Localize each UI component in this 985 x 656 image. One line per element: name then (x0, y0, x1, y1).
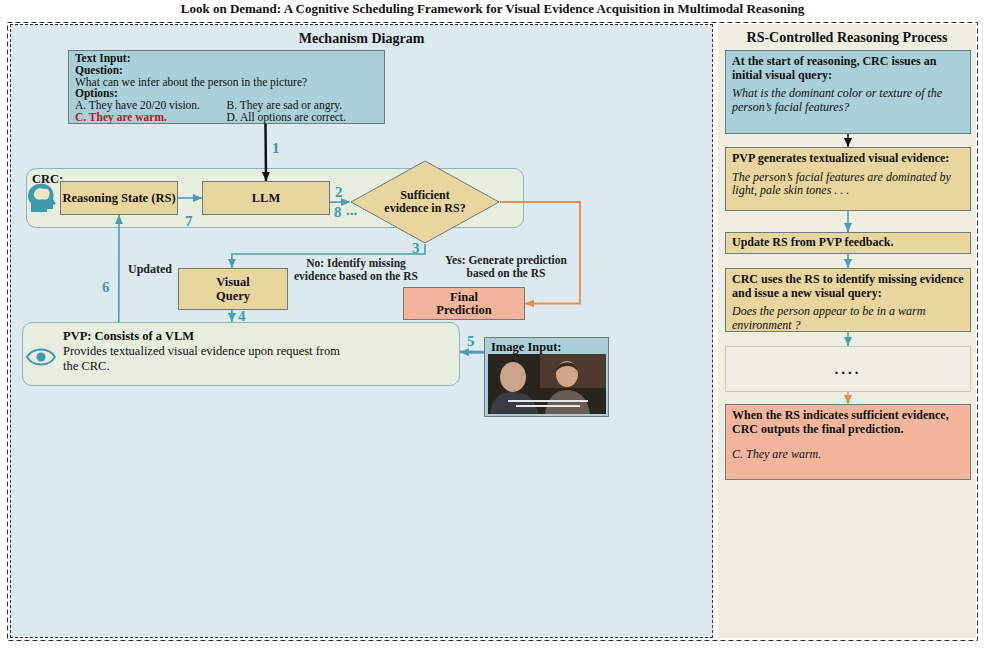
brain-shape (34, 188, 50, 200)
module-label: CRC: (32, 172, 63, 187)
callout-number: 4 (238, 308, 246, 324)
step-detail: C. They are warm. (732, 448, 964, 462)
box-label: LLM (252, 191, 280, 205)
final-prediction-box: Final Prediction (403, 287, 525, 320)
pvp-module: PVP: Consists of a VLMProvides textualiz… (22, 322, 460, 386)
panel-heading: Mechanism Diagram (11, 31, 712, 47)
eye-outline (27, 350, 55, 365)
callout-number: 3 (412, 240, 420, 256)
head-silhouette (28, 184, 56, 212)
llm-box: LLM (202, 181, 330, 215)
callout-number: 2 (335, 184, 343, 200)
connector-arrow (847, 392, 849, 404)
connector-arrow (231, 310, 233, 322)
process-step: Update RS from PVP feedback. (725, 232, 971, 254)
ellipsis-step: .... (725, 346, 971, 392)
step-detail: Does the person appear to be in a warm e… (732, 305, 964, 332)
step-heading: Update RS from PVP feedback. (732, 236, 964, 250)
ellipsis: .... (835, 361, 862, 378)
process-panel: RS-Controlled Reasoning Process At the st… (718, 24, 976, 638)
box-heading: Text Input: (75, 53, 378, 65)
person-head (556, 361, 578, 387)
person-body (490, 392, 538, 414)
subtitle-stroke (508, 400, 588, 402)
box-label: Visual Query (201, 275, 265, 303)
step-detail: The person’s facial features are dominat… (732, 171, 964, 198)
callout-number: 1 (272, 140, 280, 156)
option-text: A. They have 20/20 vision. (75, 100, 227, 112)
decision-diamond: Sufficient evidence in RS? (350, 160, 500, 244)
eye-icon (27, 350, 55, 365)
connector-arrow (460, 351, 484, 354)
process-step: CRC uses the RS to identify missing evid… (725, 268, 971, 332)
person-body (545, 390, 590, 414)
brain-icon (28, 184, 56, 212)
edge-label: No: Identify missing evidence based on t… (292, 257, 420, 283)
process-step: At the start of reasoning, CRC issues an… (725, 50, 971, 134)
edge-label: Updated (128, 262, 172, 276)
field-label: Question: (75, 65, 378, 77)
callout-number: 6 (102, 279, 110, 295)
module-description: Provides textualized visual evidence upo… (63, 344, 343, 374)
callout-number: ... (346, 202, 357, 218)
connector-arrow (500, 202, 580, 304)
connector-arrow (847, 211, 849, 232)
dashed-border (8, 23, 978, 641)
decision-label: Sufficient evidence in RS? (383, 189, 467, 215)
box-label: Reasoning State (RS) (62, 191, 175, 205)
module-label: PVP: Consists of a VLM (63, 329, 451, 344)
connector-arrow (847, 134, 849, 147)
callout-number: 5 (467, 333, 475, 349)
callout-number: 8 (334, 204, 342, 220)
process-step: When the RS indicates sufficient evidenc… (725, 404, 971, 480)
person-head (500, 362, 526, 392)
field-label: Options: (75, 88, 378, 100)
crc-module: CRC: Reasoning State (RS) LLM Sufficient ev… (26, 168, 524, 228)
process-step: PVP generates textualized visual evidenc… (725, 147, 971, 211)
image-input-box: Image Input: (484, 337, 609, 417)
eye-pupil (37, 353, 46, 362)
connector-arrow (178, 197, 202, 199)
answer-option: C. They are warm. (75, 112, 227, 124)
option-text: B. They are sad or angry. (227, 100, 379, 112)
step-detail: What is the dominant color or texture of… (732, 87, 964, 114)
text-input-box: Text Input:Question:What can we infer ab… (68, 50, 385, 124)
step-heading: PVP generates textualized visual evidenc… (732, 152, 964, 166)
panel-heading: RS-Controlled Reasoning Process (718, 30, 976, 46)
step-heading: CRC uses the RS to identify missing evid… (732, 273, 964, 300)
subtitle-stroke (516, 405, 580, 407)
option-text: D. All options are correct. (227, 112, 379, 124)
connector-arrow (847, 332, 849, 346)
connector-arrow (847, 254, 849, 268)
mechanism-panel: Mechanism DiagramText Input:Question:Wha… (10, 24, 713, 638)
photo-background (488, 354, 606, 414)
photo (488, 354, 606, 414)
connector-arrow (118, 215, 120, 322)
reasoning-state-box: Reasoning State (RS) (60, 181, 178, 215)
diamond-shape (351, 161, 499, 243)
question-text: What can we infer about the person in th… (75, 77, 378, 89)
step-heading: When the RS indicates sufficient evidenc… (732, 409, 964, 436)
connector-arrow (264, 124, 267, 181)
box-label: Final Prediction (427, 291, 501, 317)
edge-label: Yes: Generate prediction based on the RS (436, 254, 576, 280)
photo-wall (540, 354, 606, 388)
figure-title: Look on Demand: A Cognitive Scheduling F… (0, 1, 985, 17)
box-heading: Image Input: (491, 340, 602, 355)
callout-number: 7 (185, 213, 193, 229)
step-heading: At the start of reasoning, CRC issues an… (732, 55, 964, 82)
visual-query-box: Visual Query (178, 268, 288, 310)
person-hair (556, 362, 578, 372)
